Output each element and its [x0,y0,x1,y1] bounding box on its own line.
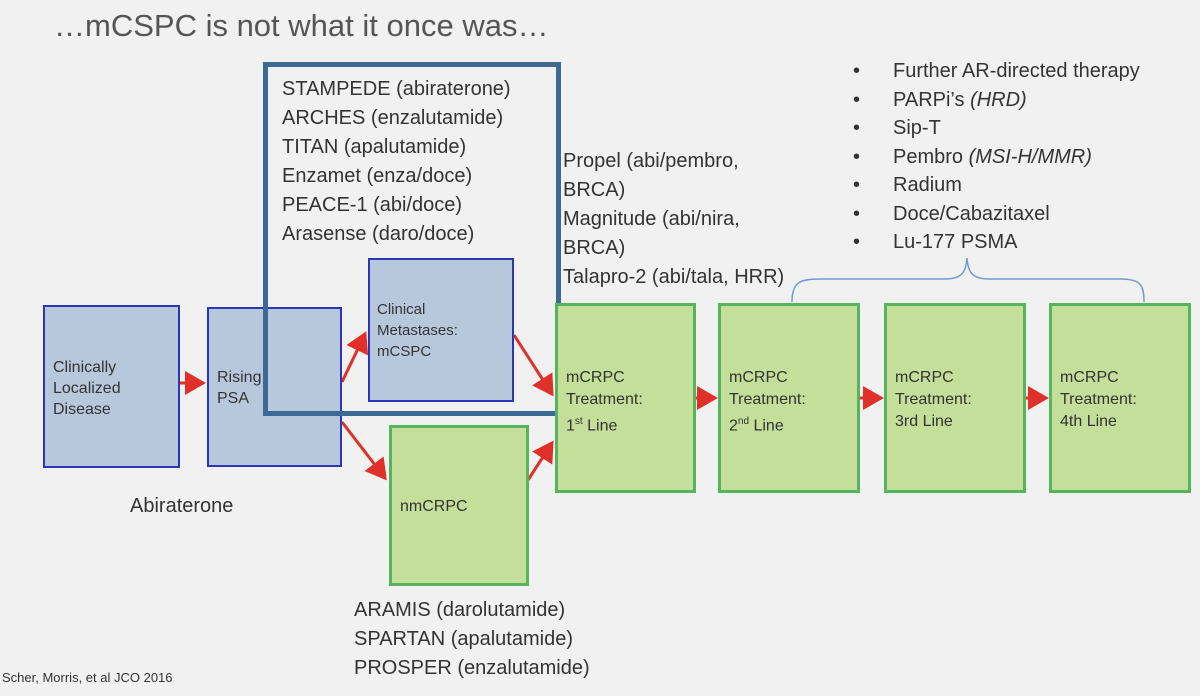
line2-sup: nd [737,416,750,427]
nmcrpc-trial: SPARTAN (apalutamide) [354,628,573,650]
therapy-qualifier: (HRD) [970,88,1027,111]
mcspc-line-3: mCSPC [377,343,432,360]
therapy-item: • Doce/Cabazitaxel [853,200,1140,229]
first-line-trials-list: Propel (abi/pembro, BRCA) Magnitude (abi… [563,147,784,292]
line3-subtitle: Treatment: [895,391,972,408]
first-line-trial: Magnitude (abi/nira, [563,208,740,230]
line1-rest: Line [582,417,618,435]
line2-num: 2 [729,417,738,435]
rising-line-2: PSA [217,390,250,407]
line2-rest: Line [749,417,784,435]
mcspc-trial: TITAN (apalutamide) [282,136,467,158]
therapy-text: Doce/Cabazitaxel [893,202,1050,225]
first-line-trial: Talapro-2 (abi/tala, HRR) [563,266,785,288]
citation: Scher, Morris, et al JCO 2016 [2,670,173,685]
first-line-trial: BRCA) [563,237,626,259]
line3-line: 3rd Line [895,413,953,430]
first-line-trial: BRCA) [563,179,626,201]
mcspc-line-2: Metastases: [377,322,458,339]
first-line-trial: Propel (abi/pembro, [563,150,739,172]
bullet-icon: • [853,60,861,82]
line2-line: 2nd Line [729,411,806,437]
line4-subtitle: Treatment: [1060,391,1137,408]
therapy-text: Sip-T [893,117,941,139]
line1-line: 1st Line [566,411,643,437]
therapy-item: • Lu-177 PSMA [853,228,1140,257]
box-nmcrpc: nmCRPC [389,425,529,586]
line1-subtitle: Treatment: [566,391,643,408]
therapy-item: • Further AR-directed therapy [853,57,1140,86]
arrow-mcspc-to-line1 [512,334,554,397]
line2-title: mCRPC [729,369,788,386]
mcspc-line-1: Clinical [377,301,426,318]
mcspc-highlight-frame [263,62,561,416]
therapy-item: • Radium [853,171,1140,200]
mcspc-trial: Enzamet (enza/doce) [282,165,473,187]
box-mcrpc-line-3: mCRPC Treatment: 3rd Line [884,303,1026,493]
line1-sup: st [574,416,583,427]
box-rising-psa: Rising PSA [207,307,342,467]
therapy-text: PARPi’s [893,88,971,111]
therapy-item: • Pembro (MSI-H/MMR) [853,143,1140,172]
localized-line-3: Disease [53,401,111,418]
nmcrpc-trial: PROSPER (enzalutamide) [354,657,590,679]
later-lines-bracket [791,257,1145,303]
line1-num: 1 [566,417,575,435]
slide-title: …mCSPC is not what it once was… [54,8,549,43]
therapy-text: Pembro [893,145,969,168]
therapy-text: Radium [893,174,962,196]
box-mcrpc-line-2: mCRPC Treatment: 2nd Line [718,303,860,493]
mcspc-trials-list: STAMPEDE (abiraterone) ARCHES (enzalutam… [282,75,511,249]
bullet-icon: • [853,231,861,253]
bullet-icon: • [853,145,861,168]
arrow-rising-to-nmcrpc [340,421,387,481]
therapy-item: • Sip-T [853,114,1140,143]
line2-subtitle: Treatment: [729,391,806,408]
line1-title: mCRPC [566,369,625,386]
abiraterone-label: Abiraterone [130,495,234,517]
nmcrpc-label: nmCRPC [400,498,468,515]
bullet-icon: • [853,174,861,196]
arrow-rising-to-mcspc [340,331,369,383]
box-mcspc: Clinical Metastases: mCSPC [368,258,514,402]
therapy-text: Lu-177 PSMA [893,231,1018,253]
localized-line-1: Clinically [53,359,117,376]
later-therapies-list: • Further AR-directed therapy • PARPi’s (H… [853,57,1140,257]
therapy-item: • PARPi’s (HRD) [853,86,1140,115]
nmcrpc-trials-list: ARAMIS (darolutamide) SPARTAN (apalutami… [354,596,590,683]
mcspc-trial: STAMPEDE (abiraterone) [282,78,511,100]
bullet-icon: • [853,117,861,139]
bullet-icon: • [853,88,861,111]
rising-line-1: Rising [217,369,262,386]
therapy-qualifier: (MSI-H/MMR) [968,145,1092,168]
box-mcrpc-line-4: mCRPC Treatment: 4th Line [1049,303,1191,493]
line4-line: 4th Line [1060,413,1117,430]
line4-title: mCRPC [1060,369,1119,386]
mcspc-trial: PEACE-1 (abi/doce) [282,194,463,216]
localized-line-2: Localized [53,380,121,397]
box-mcrpc-line-1: mCRPC Treatment: 1st Line [555,303,696,493]
nmcrpc-trial: ARAMIS (darolutamide) [354,599,566,621]
mcspc-trial: Arasense (daro/doce) [282,223,475,245]
arrow-nmcrpc-to-line1 [526,440,554,481]
mcspc-trial: ARCHES (enzalutamide) [282,107,504,129]
line3-title: mCRPC [895,369,954,386]
box-localized-disease: Clinically Localized Disease [43,305,180,468]
bullet-icon: • [853,202,861,225]
therapy-text: Further AR-directed therapy [893,60,1140,82]
